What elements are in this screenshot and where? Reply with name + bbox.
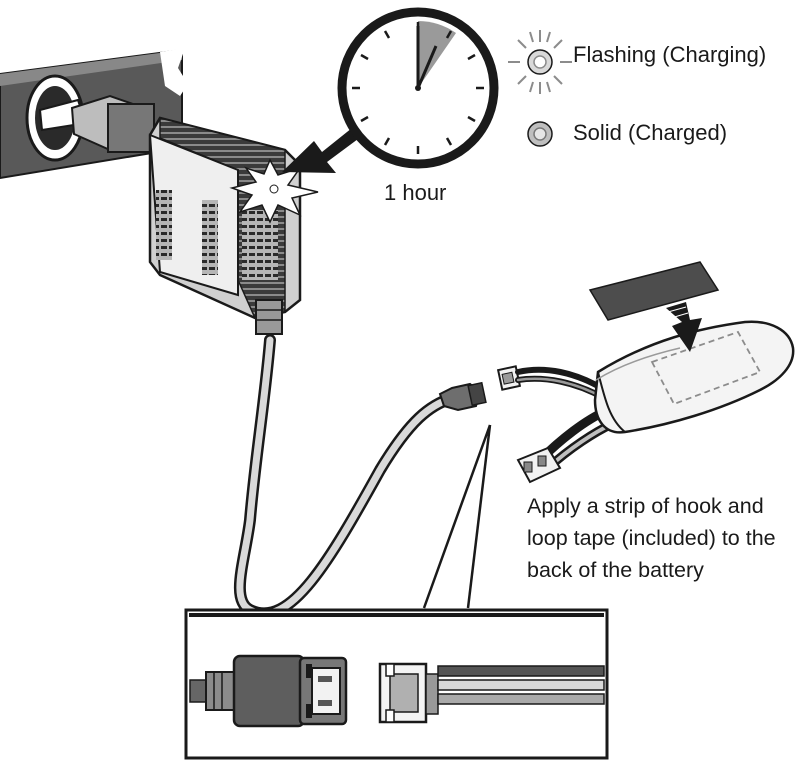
hook-loop-tape-icon (588, 261, 720, 321)
led-flashing-icon (508, 30, 572, 94)
legend-flashing-label: Flashing (Charging) (573, 42, 767, 67)
charger-cable (233, 334, 458, 620)
connector-icon (205, 654, 348, 728)
main-power-connector-icon (516, 446, 562, 484)
battery-icon (593, 320, 795, 434)
charger-led-burst (229, 158, 319, 224)
connector-detail-inset (184, 608, 609, 760)
led-solid-icon (527, 121, 553, 147)
charger-icon (70, 94, 302, 335)
battery-plug-detail (378, 662, 605, 724)
down-arrow-icon (666, 302, 702, 352)
charge-time-label: 1 hour (384, 180, 447, 205)
callout-lines (422, 424, 492, 609)
clock-icon (337, 7, 499, 169)
instruction-line: Apply a strip of hook and (527, 494, 764, 518)
instruction-line: loop tape (included) to the (527, 526, 776, 550)
instruction-line: back of the battery (527, 558, 704, 582)
charger-connector-icon (438, 381, 487, 412)
instruction-text: Apply a strip of hook and loop tape (inc… (527, 490, 776, 586)
pointer-arrow-icon (282, 128, 358, 173)
legend-solid-label: Solid (Charged) (573, 120, 728, 145)
battery-connector-icon (496, 365, 522, 391)
